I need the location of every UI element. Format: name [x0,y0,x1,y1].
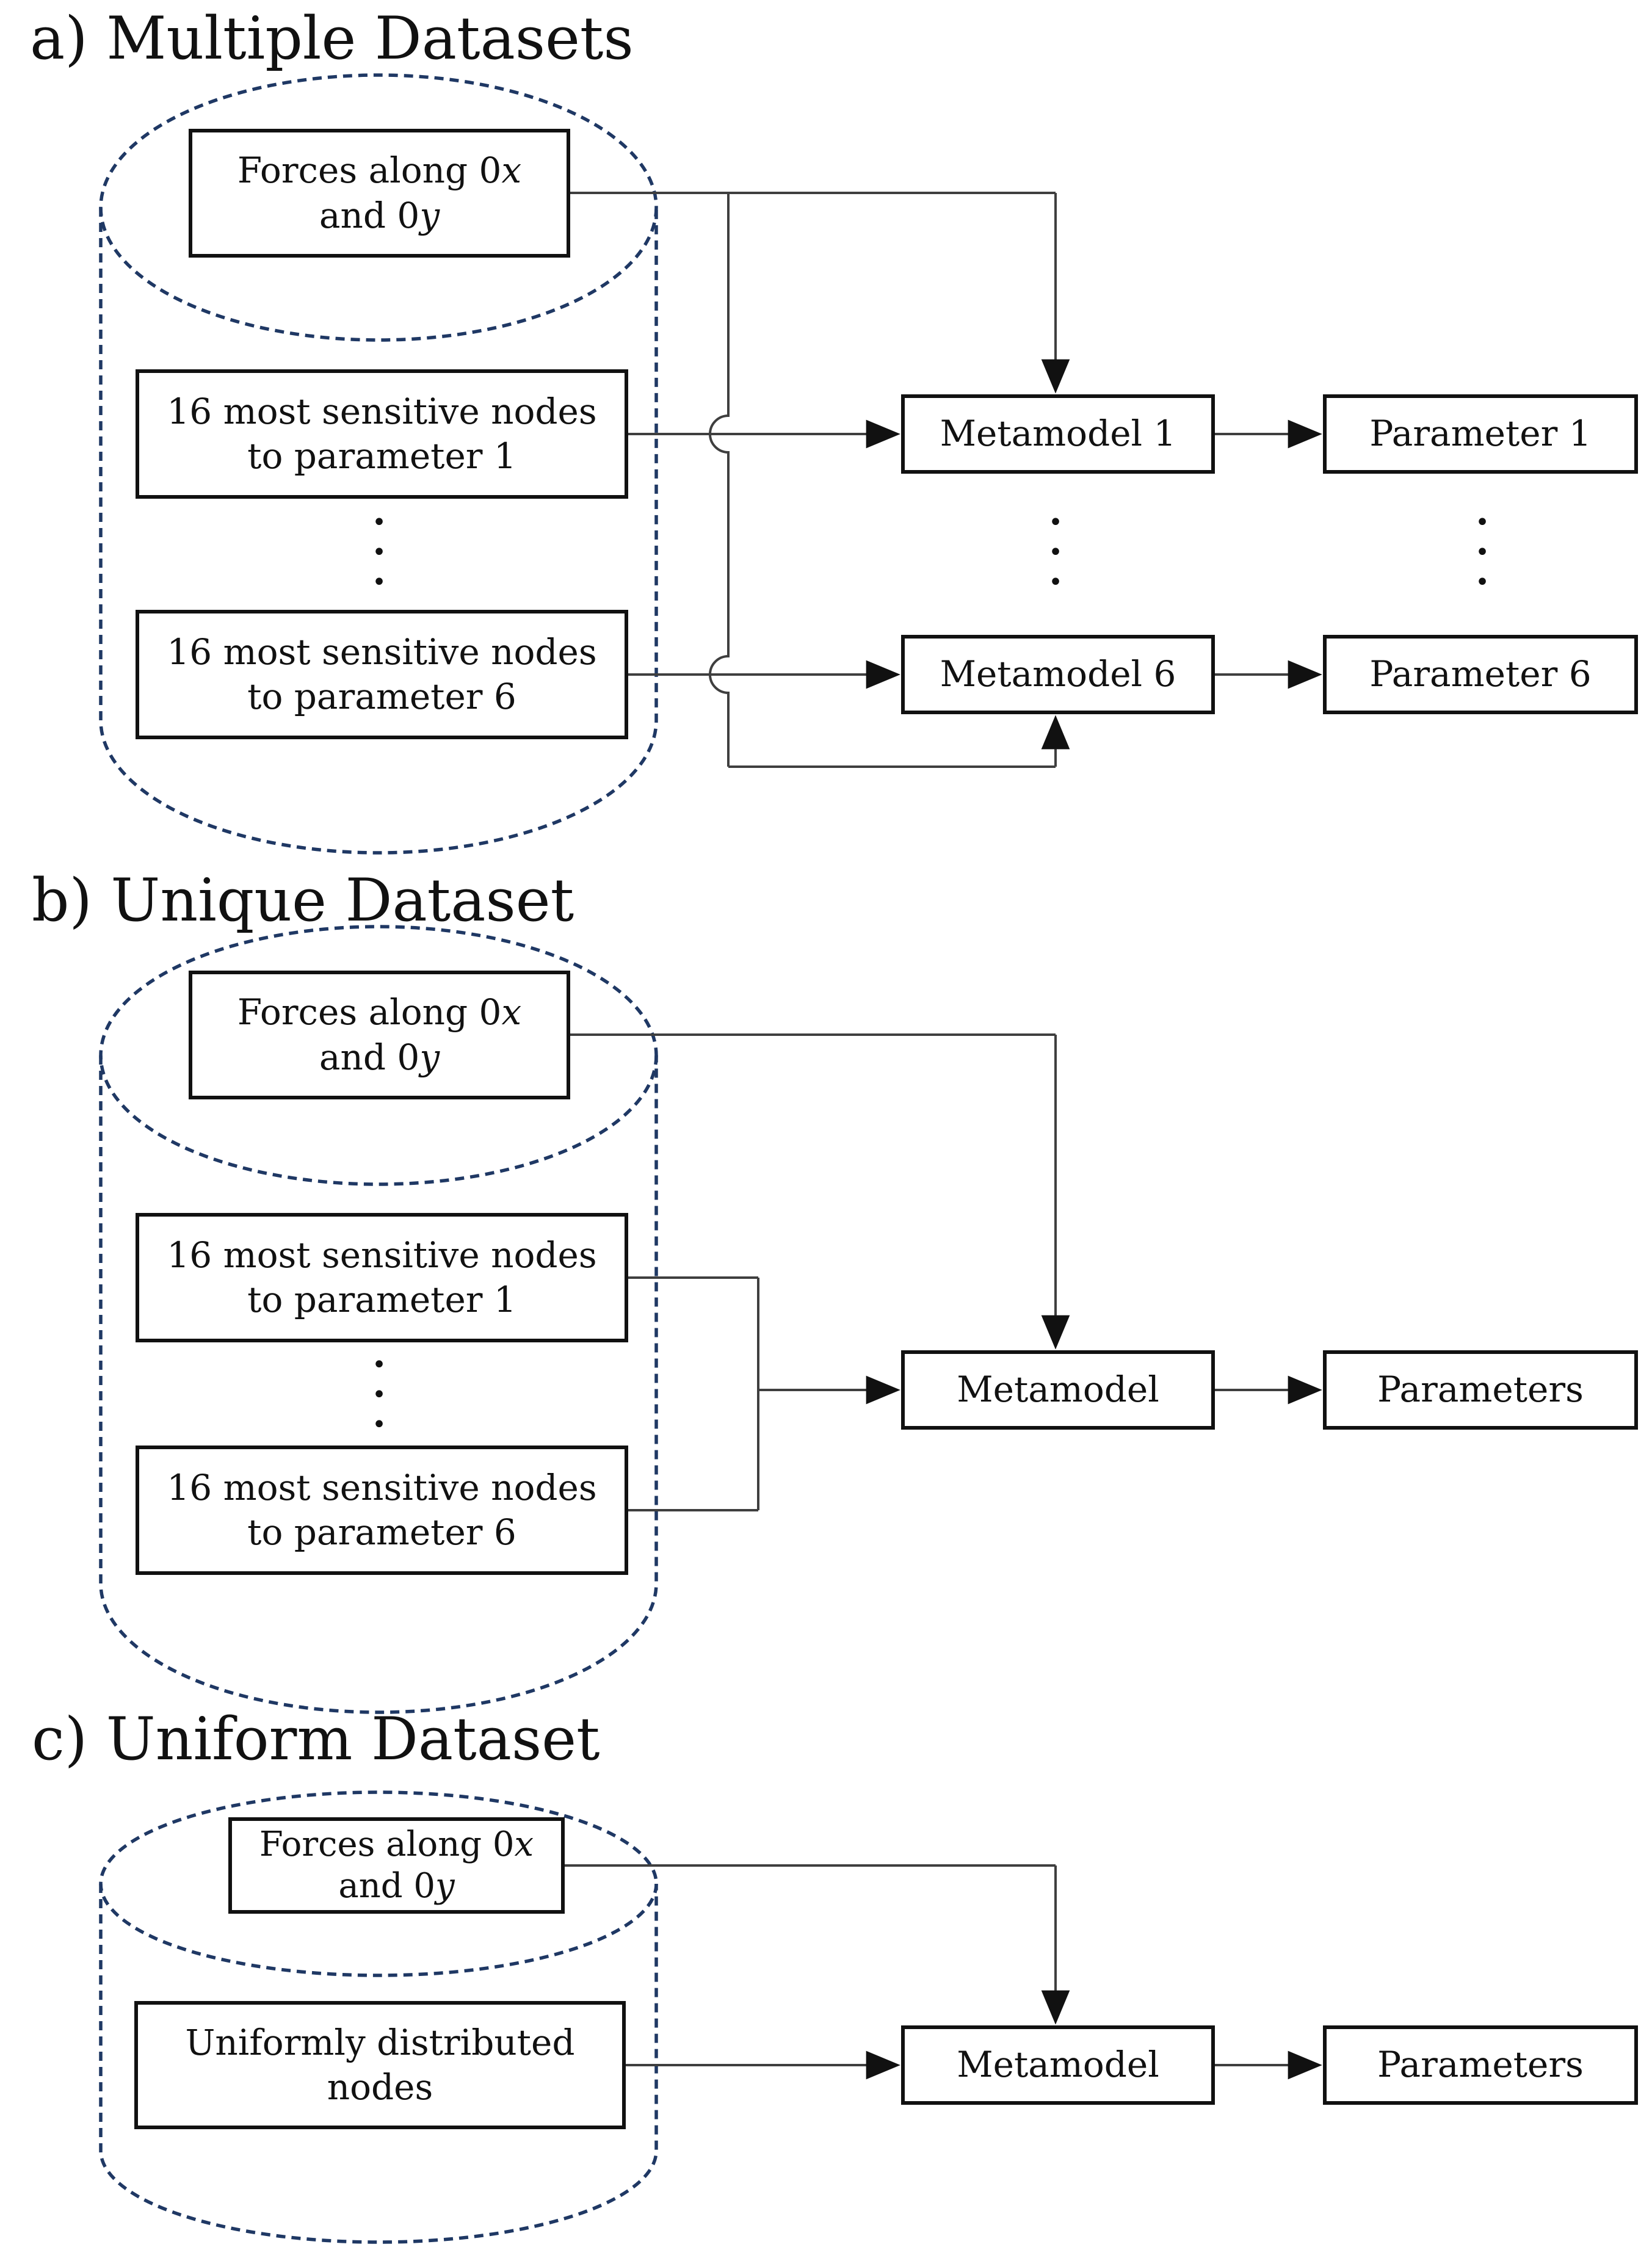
a-parameter6-label: Parameter 6 [1369,653,1592,695]
c-forces-var1: x [514,1824,534,1864]
b-nodes1-line1: 16 most sensitive nodes [167,1234,597,1276]
c-cylinder-body [99,1884,658,2244]
b-parameters-label: Parameters [1377,1369,1584,1411]
b-forces-pre1: Forces along 0 [237,991,502,1033]
a-nodes1-line1: 16 most sensitive nodes [167,390,597,432]
a-parameter1-box: Parameter 1 [1323,394,1638,474]
a-metamodel-ellipsis: • • • [1048,508,1063,596]
b-nodes-param1-box: 16 most sensitive nodes to parameter 1 [136,1213,628,1342]
a-forces-box: Forces along 0x and 0y [189,129,570,258]
a-forces-branch-line-with-hops [709,193,730,767]
c-forces-line1: Forces along 0x [259,1824,534,1865]
c-forces-line2: and 0y [338,1865,454,1907]
c-uniform-line1: Uniformly distributed [185,2021,575,2063]
b-forces-line2: and 0y [319,1035,440,1080]
b-section-title: b) Unique Dataset [32,866,574,935]
c-metamodel-label: Metamodel [957,2044,1159,2086]
c-metamodel-box: Metamodel [901,2025,1215,2105]
a-nodes1-line2: to parameter 1 [247,435,516,477]
c-parameters-box: Parameters [1323,2025,1638,2105]
a-forces-var1: x [501,150,522,192]
a-forces-var2: y [419,194,440,236]
a-metamodel6-box: Metamodel 6 [901,635,1215,714]
b-nodes-param6-box: 16 most sensitive nodes to parameter 6 [136,1446,628,1575]
c-uniform-line2: nodes [327,2066,433,2108]
a-forces-line1: Forces along 0x [237,148,521,193]
b-nodes1-line2: to parameter 1 [247,1279,516,1320]
a-metamodel6-label: Metamodel 6 [940,653,1176,695]
a-parameter6-box: Parameter 6 [1323,635,1638,714]
b-dataset-ellipsis: • • • [372,1351,386,1439]
a-forces-line2: and 0y [319,194,440,238]
a-metamodel1-label: Metamodel 1 [940,413,1176,455]
b-forces-pre2: and 0 [319,1036,420,1078]
a-metamodel1-box: Metamodel 1 [901,394,1215,474]
a-nodes6-line2: to parameter 6 [247,676,516,717]
b-cylinder-body [99,1055,658,1714]
c-forces-var2: y [435,1866,455,1906]
b-metamodel-label: Metamodel [957,1369,1159,1411]
b-parameters-box: Parameters [1323,1350,1638,1430]
a-cylinder-body [99,208,658,855]
b-nodes6-line1: 16 most sensitive nodes [167,1466,597,1508]
c-uniform-nodes-box: Uniformly distributed nodes [134,2001,626,2129]
a-section-title: a) Multiple Datasets [30,4,634,73]
a-parameter1-label: Parameter 1 [1369,413,1592,455]
a-forces-pre1: Forces along 0 [237,150,502,192]
c-parameters-label: Parameters [1377,2044,1584,2086]
b-nodes6-line2: to parameter 6 [247,1511,516,1553]
a-dataset-ellipsis: • • • [372,508,386,596]
a-nodes6-line1: 16 most sensitive nodes [167,631,597,673]
b-metamodel-box: Metamodel [901,1350,1215,1430]
a-nodes-param6-box: 16 most sensitive nodes to parameter 6 [136,610,628,739]
a-nodes-param1-box: 16 most sensitive nodes to parameter 1 [136,369,628,499]
b-forces-var1: x [501,991,522,1033]
c-forces-pre2: and 0 [338,1866,436,1906]
a-forces-pre2: and 0 [319,194,420,236]
b-forces-var2: y [419,1036,440,1078]
c-forces-box: Forces along 0x and 0y [228,1817,565,1914]
b-forces-line1: Forces along 0x [237,990,521,1035]
c-section-title: c) Uniform Dataset [32,1705,600,1773]
b-forces-box: Forces along 0x and 0y [189,971,570,1099]
a-parameter-ellipsis: • • • [1475,508,1490,596]
c-forces-pre1: Forces along 0 [259,1824,515,1864]
